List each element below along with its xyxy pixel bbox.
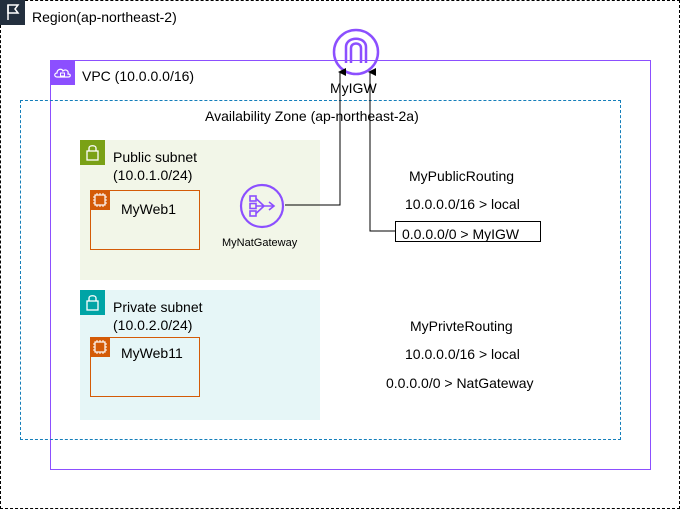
lock-icon <box>80 140 105 165</box>
region-label: Region(ap-northeast-2) <box>32 9 177 25</box>
public-routing-title: MyPublicRouting <box>409 168 515 184</box>
private-route-local: 10.0.0.0/16 > local <box>405 346 520 362</box>
nat-gateway-icon <box>239 183 285 229</box>
az-label: Availability Zone (ap-northeast-2a) <box>205 108 419 124</box>
nat-to-igw-connector <box>285 68 346 206</box>
region-flag-icon <box>0 0 25 25</box>
ec2-chip-icon <box>90 190 110 210</box>
public-subnet-label: Public subnet <box>113 149 198 165</box>
private-subnet-group <box>80 290 320 420</box>
private-routing-title: MyPrivteRouting <box>410 318 513 334</box>
private-subnet-cidr: (10.0.2.0/24) <box>113 317 193 333</box>
vpc-cloud-icon <box>50 60 75 85</box>
public-route-igw-box <box>395 221 541 242</box>
ec2-chip-icon <box>90 337 110 357</box>
instance-myweb1 <box>90 190 200 250</box>
public-subnet-cidr: (10.0.1.0/24) <box>113 167 193 183</box>
route-to-igw-connector <box>368 68 395 232</box>
internet-gateway-icon <box>331 27 381 77</box>
instance-myweb11 <box>90 337 200 397</box>
public-route-local: 10.0.0.0/16 > local <box>405 196 520 212</box>
private-route-nat: 0.0.0.0/0 > NatGateway <box>386 375 534 391</box>
instance-label: MyWeb1 <box>121 201 176 217</box>
private-subnet-label: Private subnet <box>113 299 203 315</box>
availability-zone-group <box>20 100 621 440</box>
igw-label: MyIGW <box>330 80 377 96</box>
public-subnet-group <box>80 140 320 280</box>
vpc-label: VPC (10.0.0.0/16) <box>82 68 195 84</box>
lock-icon <box>80 290 105 315</box>
instance-label: MyWeb11 <box>121 345 183 361</box>
public-route-igw: 0.0.0.0/0 > MyIGW <box>402 226 520 242</box>
nat-gateway-label: MyNatGateway <box>222 237 298 249</box>
